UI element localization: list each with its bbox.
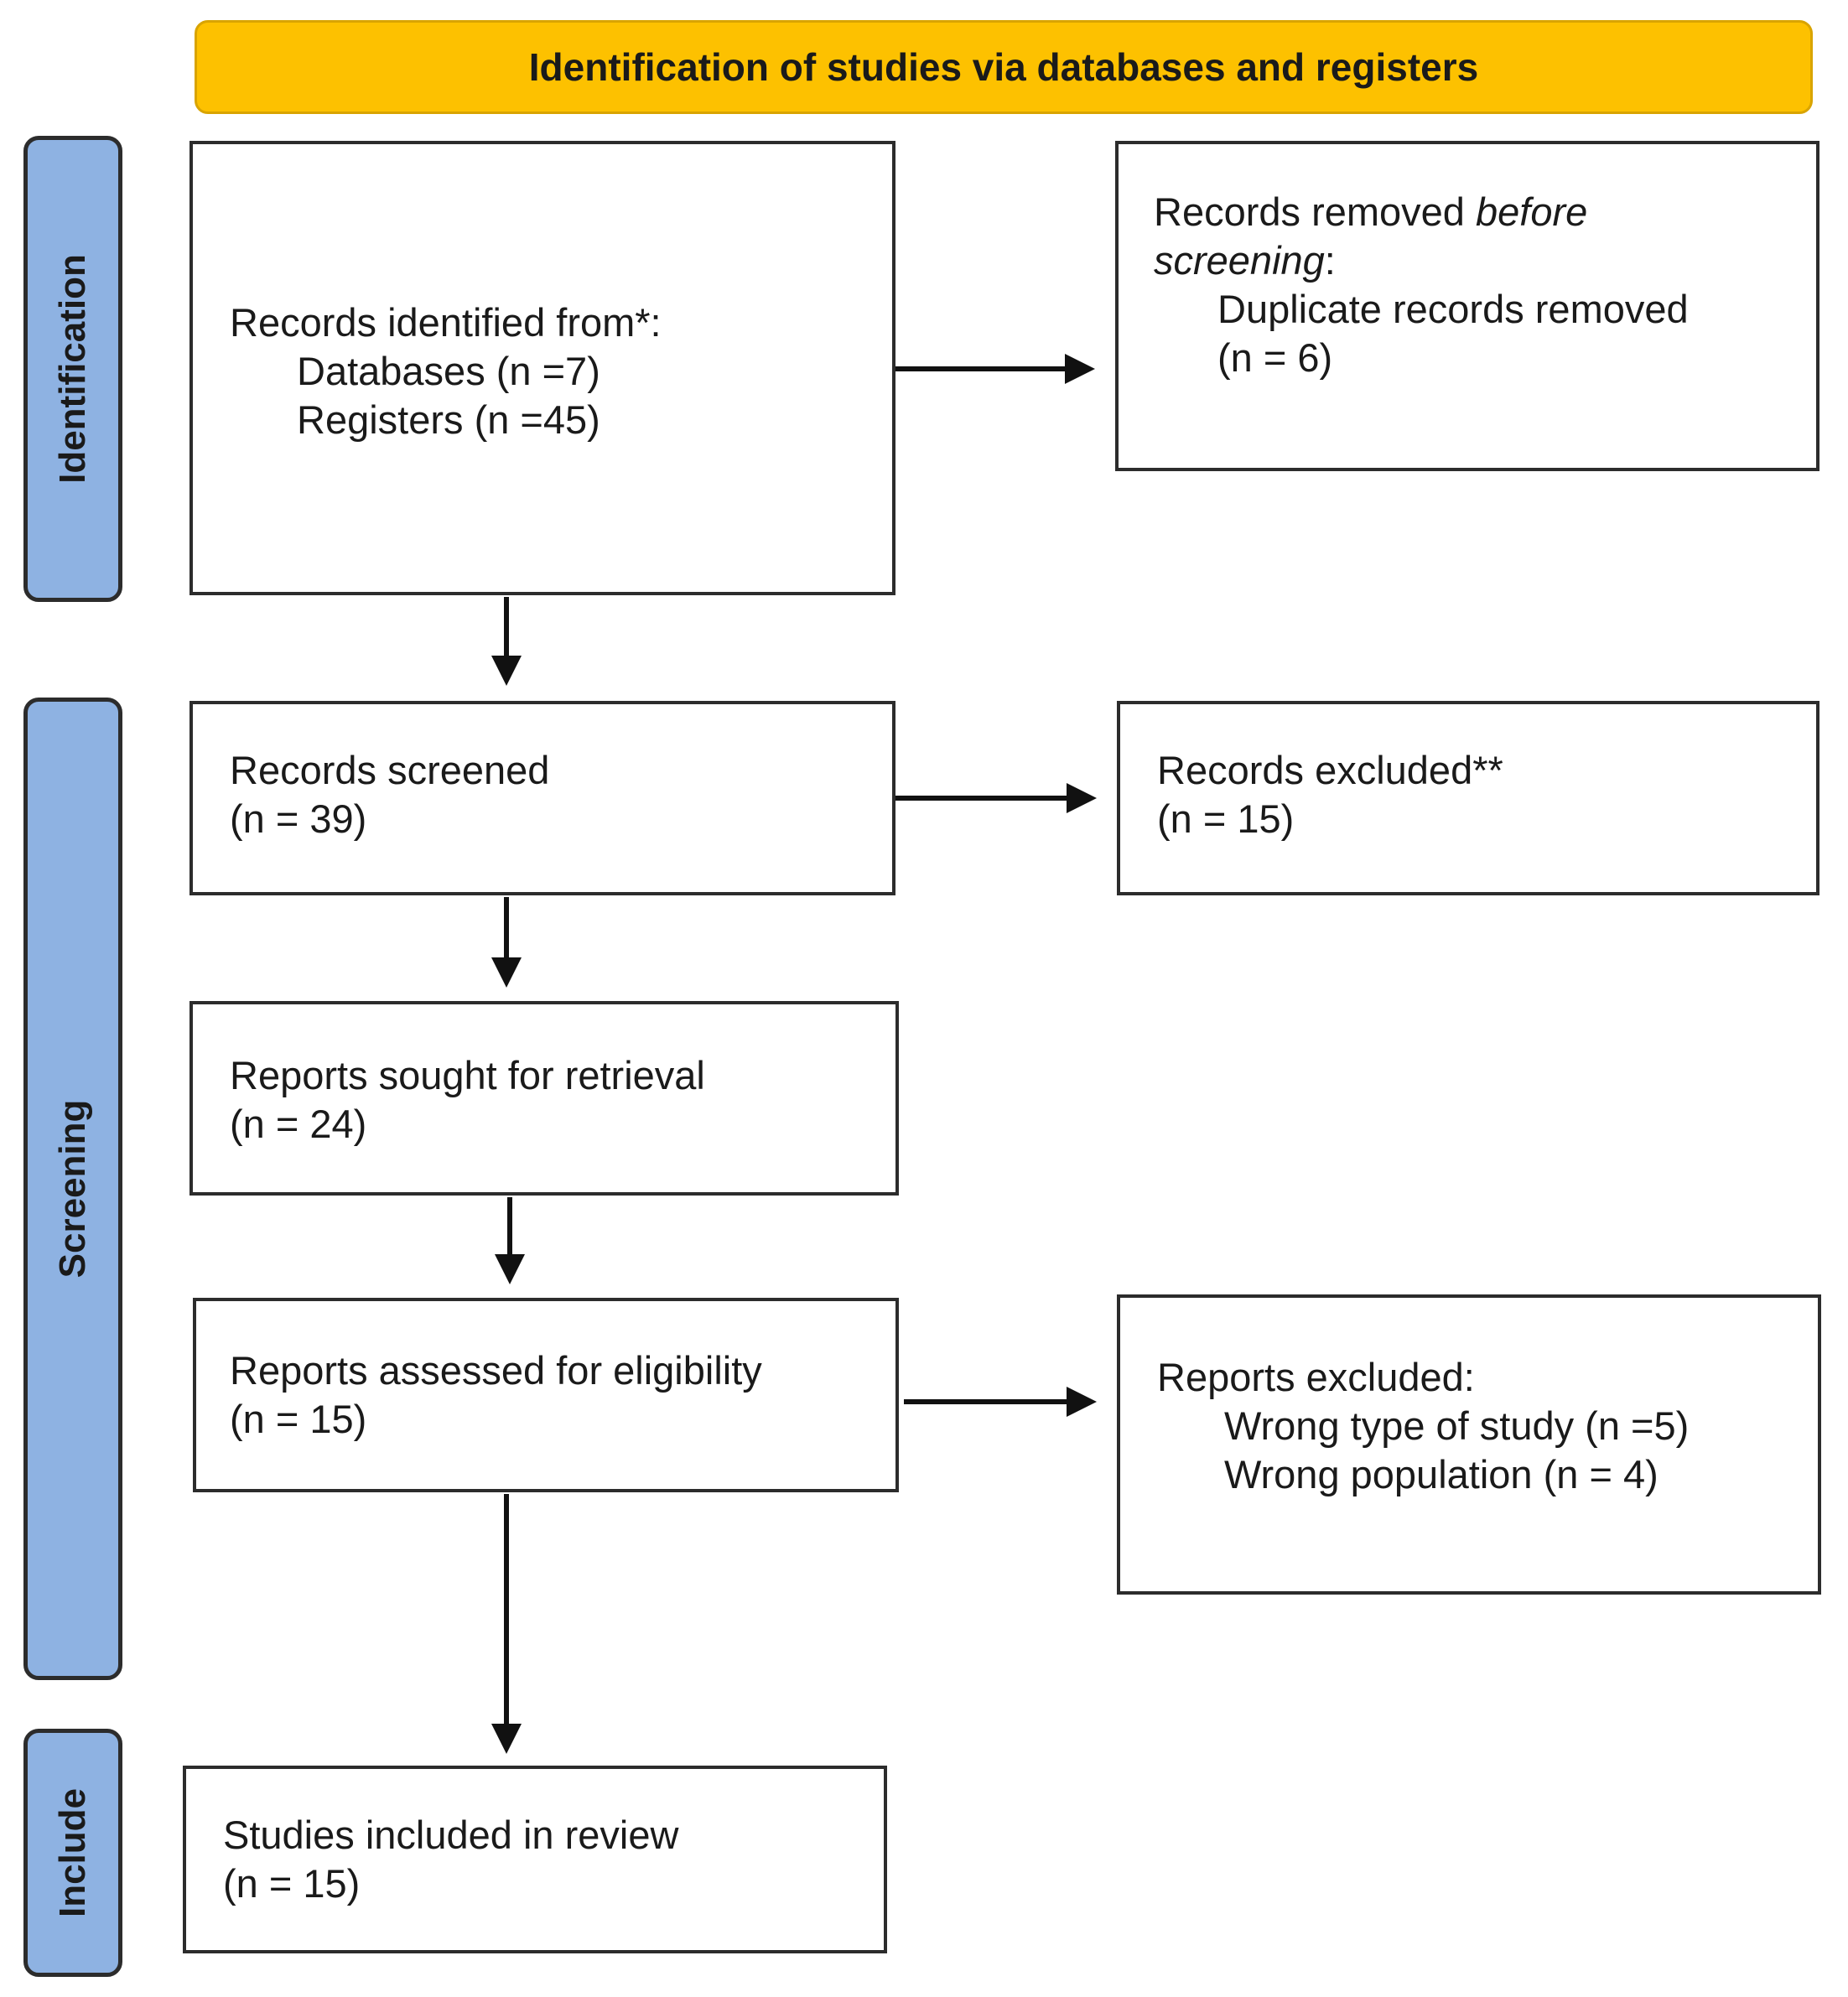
header-title: Identification of studies via databases … bbox=[528, 45, 1479, 89]
duplicate-records-label: Duplicate records removed bbox=[1217, 287, 1689, 331]
phase-identification: Identification bbox=[23, 136, 122, 602]
phase-label-screening: Screening bbox=[52, 1099, 93, 1279]
records-identified-box: Records identified from*: Databases (n =… bbox=[189, 141, 895, 595]
duplicate-records-count: (n = 6) bbox=[1217, 335, 1333, 380]
records-removed-heading-2: screening: bbox=[1154, 236, 1816, 285]
reports-assessed-box: Reports assessed for eligibility (n = 15… bbox=[193, 1298, 899, 1492]
phase-label-identification: Identification bbox=[52, 254, 93, 484]
phase-screening: Screening bbox=[23, 698, 122, 1680]
reports-assessed-label: Reports assessed for eligibility bbox=[230, 1348, 762, 1393]
records-excluded-label: Records excluded** bbox=[1157, 748, 1503, 792]
studies-included-box: Studies included in review (n = 15) bbox=[183, 1766, 887, 1953]
header-banner: Identification of studies via databases … bbox=[195, 20, 1813, 114]
records-screened-count: (n = 39) bbox=[230, 796, 367, 841]
records-removed-colon: : bbox=[1324, 238, 1336, 283]
records-excluded-count: (n = 15) bbox=[1157, 796, 1295, 841]
records-screened-label: Records screened bbox=[230, 748, 550, 792]
reports-sought-label: Reports sought for retrieval bbox=[230, 1053, 705, 1097]
records-removed-before: before bbox=[1476, 189, 1588, 234]
records-screened-box: Records screened (n = 39) bbox=[189, 701, 895, 895]
records-removed-heading: Records removed before bbox=[1154, 188, 1816, 236]
reports-excluded-box: Reports excluded: Wrong type of study (n… bbox=[1117, 1294, 1821, 1595]
wrong-population-count: Wrong population (n = 4) bbox=[1224, 1452, 1659, 1496]
reports-excluded-heading: Reports excluded: bbox=[1157, 1355, 1475, 1399]
records-removed-box: Records removed before screening: Duplic… bbox=[1115, 141, 1819, 471]
reports-assessed-count: (n = 15) bbox=[230, 1397, 367, 1441]
records-excluded-box: Records excluded** (n = 15) bbox=[1117, 701, 1819, 895]
studies-included-label: Studies included in review bbox=[223, 1813, 679, 1857]
reports-sought-count: (n = 24) bbox=[230, 1102, 367, 1146]
studies-included-count: (n = 15) bbox=[223, 1861, 361, 1906]
wrong-study-type-count: Wrong type of study (n =5) bbox=[1224, 1403, 1690, 1448]
registers-count: Registers (n =45) bbox=[297, 397, 600, 442]
phase-label-include: Include bbox=[52, 1787, 93, 1918]
databases-count: Databases (n =7) bbox=[297, 349, 600, 393]
records-removed-prefix: Records removed bbox=[1154, 189, 1476, 234]
records-identified-heading: Records identified from*: bbox=[230, 300, 662, 345]
phase-include: Include bbox=[23, 1729, 122, 1977]
records-removed-screening: screening bbox=[1154, 238, 1325, 283]
reports-sought-box: Reports sought for retrieval (n = 24) bbox=[189, 1001, 899, 1196]
